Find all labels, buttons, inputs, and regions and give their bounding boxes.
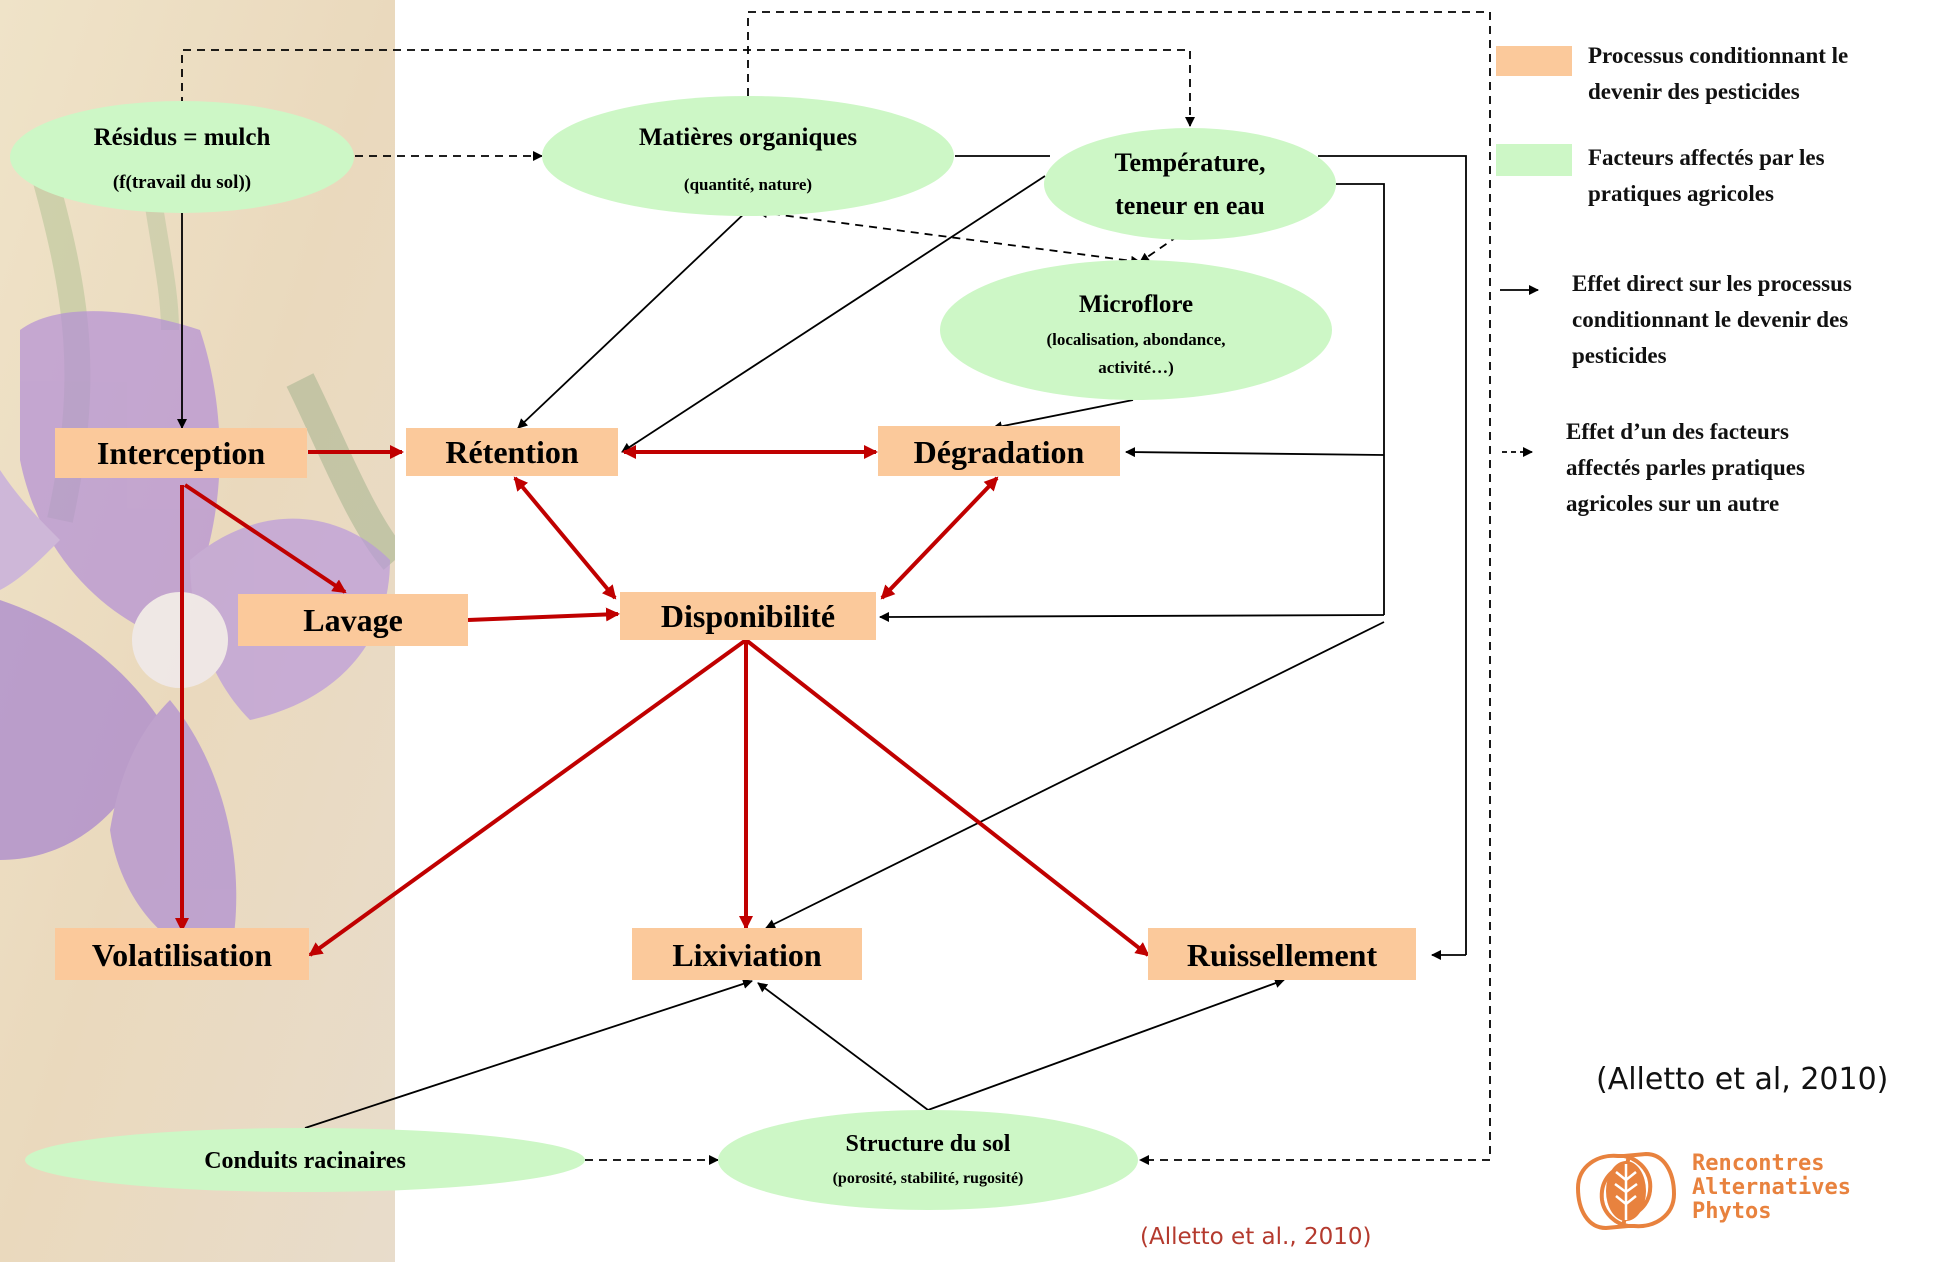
node-matieres-organiques: Matières organiques (quantité, nature) [542,96,954,216]
arrow-matieres-to-structure [747,11,1491,1165]
arrow-degradation-disponibilite [880,476,999,600]
node-lavage: Lavage [238,594,468,646]
citation-bottom: (Alletto et al., 2010) [1140,1224,1372,1250]
legend-process-line1: Processus conditionnant le [1588,43,1849,68]
legend-indirect-line2: affectés parles pratiques [1566,455,1805,480]
arrow-conduits-to-lixiviation [304,979,753,1129]
arrow-bracket-to-degradation [1125,447,1385,458]
svg-text:(localisation, abondance,: (localisation, abondance, [1047,330,1226,349]
svg-text:Volatilisation: Volatilisation [92,937,272,973]
logo-line1: Rencontres [1692,1151,1825,1176]
logo-wordmark: Rencontres Alternatives Phytos [1692,1152,1851,1224]
node-conduits-racinaires: Conduits racinaires [25,1128,585,1192]
arrow-disponibilite-to-ruissellement [744,638,1150,957]
legend-factor-swatch [1496,144,1572,176]
svg-text:Matières organiques: Matières organiques [639,124,858,151]
legend-indirect-label: Effet d’un des facteurs affectés parles … [1566,414,1805,522]
arrow-structure-to-ruissellement [927,978,1285,1111]
direct-effect-arrows [177,155,1467,1129]
svg-text:Conduits racinaires: Conduits racinaires [204,1148,406,1174]
node-disponibilite: Disponibilité [620,592,876,640]
svg-text:(quantité, nature): (quantité, nature) [684,175,812,194]
process-arrows [175,445,1150,957]
logo-line3: Phytos [1692,1199,1772,1224]
arrow-bracket-to-lixiviation [765,621,1385,929]
node-volatilisation: Volatilisation [55,928,309,980]
arrow-temperature-to-retention [621,175,1046,453]
arrow-temperature-to-microflore [1139,235,1179,263]
node-interception: Interception [55,428,307,478]
node-structure-du-sol: Structure du sol (porosité, stabilité, r… [718,1110,1138,1210]
legend-factors-line1: Facteurs affectés par les [1588,145,1825,170]
svg-text:Structure du sol: Structure du sol [846,1131,1011,1157]
svg-text:Résidus = mulch: Résidus = mulch [94,124,271,151]
legend-direct-label: Effet direct sur les processus condition… [1572,266,1852,374]
arrow-bracket-to-disponibilite [879,611,1385,622]
svg-text:Lavage: Lavage [303,602,403,638]
svg-text:Lixiviation: Lixiviation [672,937,822,973]
arrow-microflore-to-degradation [992,399,1134,432]
svg-text:Rétention: Rétention [445,434,579,470]
node-temperature: Température, teneur en eau [1044,128,1336,240]
arrow-structure-to-lixiviation [757,982,929,1111]
arrow-lavage-to-disponibilite [467,607,620,622]
leaf-logo-icon [1575,1151,1677,1231]
legend-indirect-line1: Effet d’un des facteurs [1566,419,1789,444]
citation-right: (Alletto et al, 2010) [1596,1062,1889,1097]
arrow-interception-to-lavage [183,483,347,594]
legend-process-label: Processus conditionnant le devenir des p… [1588,38,1848,110]
svg-text:Ruissellement: Ruissellement [1187,937,1378,973]
svg-text:teneur en eau: teneur en eau [1115,191,1265,220]
legend-direct-line2: conditionnant le devenir des [1572,307,1849,332]
legend-direct-line3: pesticides [1572,343,1667,368]
logo-line2: Alternatives [1692,1175,1851,1200]
node-lixiviation: Lixiviation [632,928,862,980]
arrow-matieres-to-retention [517,209,749,429]
legend-process-swatch [1496,46,1572,76]
svg-text:Température,: Température, [1115,148,1266,177]
legend-indirect-line3: agricoles sur un autre [1566,491,1780,516]
node-residus: Résidus = mulch (f(travail du sol)) [10,101,354,213]
node-degradation: Dégradation [878,426,1120,476]
node-ruissellement: Ruissellement [1148,928,1416,980]
legend-direct-line1: Effet direct sur les processus [1572,271,1852,296]
legend-factors-line2: pratiques agricoles [1588,181,1774,206]
svg-text:Interception: Interception [97,435,265,471]
indirect-effect-arrows [181,11,1491,1165]
arrow-retention-disponibilite [513,476,617,600]
svg-text:(f(travail du sol)): (f(travail du sol)) [113,172,251,193]
svg-text:Disponibilité: Disponibilité [661,598,835,634]
node-microflore: Microflore (localisation, abondance, act… [940,260,1332,400]
svg-text:Dégradation: Dégradation [914,434,1085,470]
line-temperature-right-bracket [1318,155,1467,955]
legend-process-line2: devenir des pesticides [1588,79,1800,104]
svg-text:Microflore: Microflore [1079,291,1193,318]
node-retention: Rétention [406,428,618,476]
legend-factors-label: Facteurs affectés par les pratiques agri… [1588,140,1825,212]
svg-text:(porosité, stabilité, rugosité: (porosité, stabilité, rugosité) [833,1170,1024,1187]
line-temperature-inner-bracket [1336,183,1385,615]
arrow-disponibilite-to-volatilisation [308,638,748,957]
svg-text:activité…): activité…) [1098,358,1174,377]
